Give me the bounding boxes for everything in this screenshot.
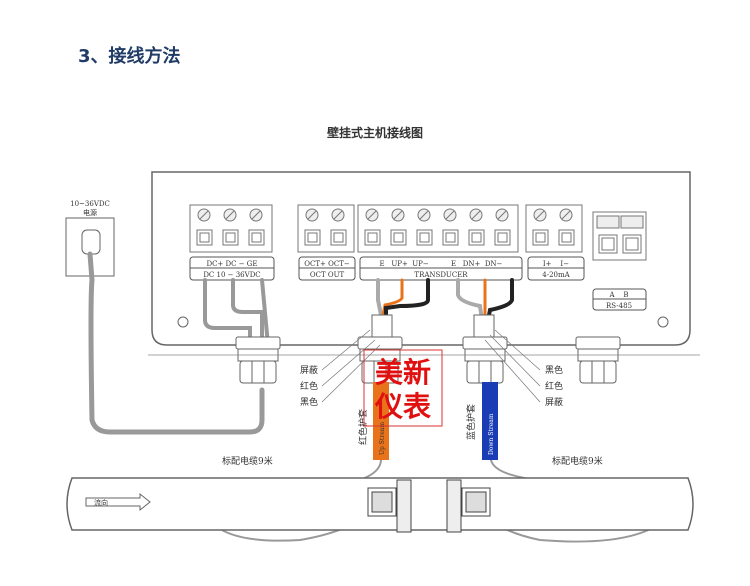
section-title: 3、接线方法 <box>78 46 181 67</box>
current-bottom-label: 4-20mA <box>542 271 570 279</box>
left-wire-label: 红色 <box>300 380 318 392</box>
rs485-bottom-label: RS-485 <box>606 302 632 310</box>
downstream-label: Down Stream <box>488 413 495 455</box>
power-voltage: 10~36VDC <box>70 200 110 208</box>
transducer-top-label: E UP+ UP− E DN+ DN− <box>380 260 503 268</box>
diagram-title: 壁挂式主机接线图 <box>326 126 423 140</box>
oct-bottom-label: OCT OUT <box>310 271 345 279</box>
watermark: 美新 <box>375 356 431 389</box>
cable-right-label: 标配电缆9米 <box>552 455 603 467</box>
cable-gland <box>235 336 281 384</box>
flow-arrow <box>85 492 151 512</box>
flow-label: 流向 <box>94 498 108 507</box>
dc-bottom-label: DC 10 − 36VDC <box>203 271 260 279</box>
rs485-top-label: A B <box>608 291 628 299</box>
blue-sleeve-label: 蓝色护套 <box>465 404 477 440</box>
current-top-label: I+ I− <box>543 260 569 268</box>
cable-gland <box>575 336 621 384</box>
right-wire-label: 黑色 <box>545 364 563 376</box>
left-wire-label: 黑色 <box>300 396 318 408</box>
watermark: 仪表 <box>374 390 431 423</box>
red-sleeve-label: 红色护套 <box>357 409 369 445</box>
cable-gland <box>357 336 403 384</box>
cable-left-label: 标配电缆9米 <box>222 455 273 467</box>
cable-gland <box>462 336 508 384</box>
right-wire-label: 红色 <box>545 380 563 392</box>
oct-top-label: OCT+ OCT− <box>304 260 350 268</box>
upstream-sleeve <box>373 382 389 460</box>
upstream-label: Up Stream <box>379 422 386 455</box>
transducer-bottom-label: TRANSDUCER <box>414 271 468 279</box>
power-label: 电源 <box>83 208 97 217</box>
right-wire-label: 屏蔽 <box>545 396 563 408</box>
downstream-sleeve <box>482 382 498 460</box>
terminal-block <box>357 204 519 253</box>
left-wire-label: 屏蔽 <box>300 364 318 376</box>
dc-top-label: DC+ DC − GE <box>206 260 257 268</box>
